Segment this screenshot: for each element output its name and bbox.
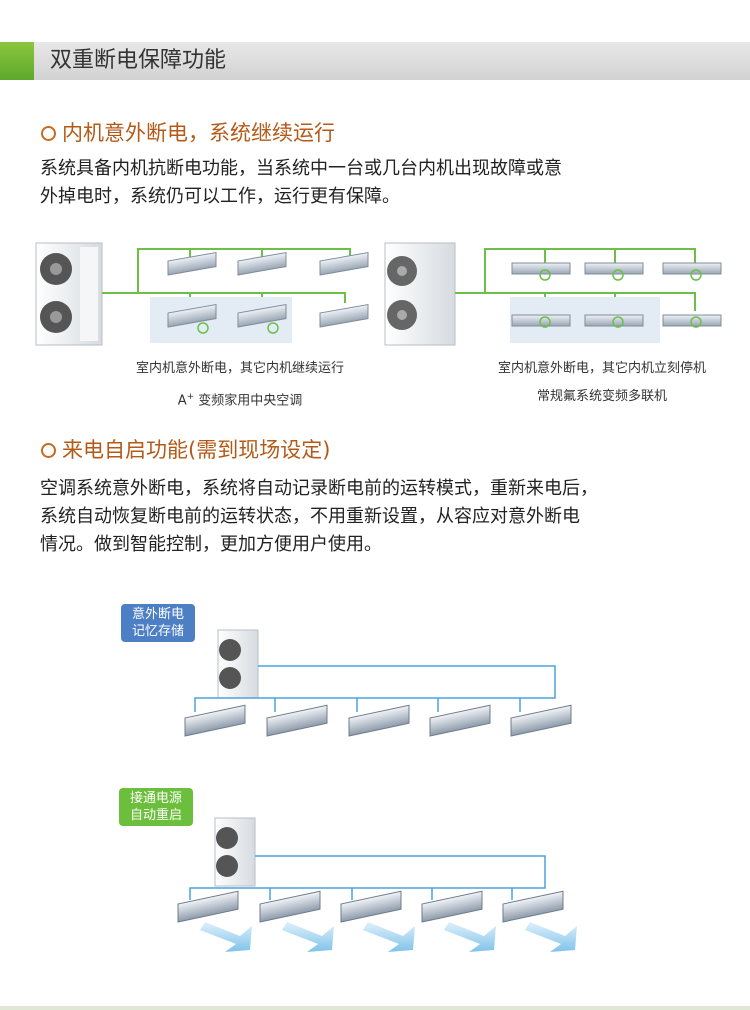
left-indoor-units <box>167 251 369 334</box>
lower-indoor-units <box>177 890 564 923</box>
header-accent <box>0 42 34 80</box>
right-outdoor-unit <box>384 242 456 346</box>
footer-divider <box>0 1006 750 1010</box>
airflow-arrows <box>200 922 577 952</box>
restart-badge-line2: 自动重启 <box>129 808 182 823</box>
header-band <box>0 42 750 80</box>
right-caption: 室内机意外断电，其它内机立刻停机 <box>497 361 706 376</box>
section1-line2: 外掉电时，系统仍可以工作，运行更有保障。 <box>40 186 400 207</box>
left-product: A+ 变频家用中央空调 <box>177 392 303 409</box>
memory-badge-line1: 意外断电 <box>131 607 184 622</box>
left-outdoor-unit <box>35 242 103 346</box>
memory-badge: 意外断电 记忆存储 <box>121 604 195 642</box>
upper-pipes <box>194 665 556 712</box>
section2-line1: 空调系统意外断电，系统将自动记录断电前的运转模式，重新来电后， <box>40 478 598 499</box>
restart-badge-line1: 接通电源 <box>129 791 182 806</box>
section2-line3: 情况。做到智能控制，更加方便用户使用。 <box>40 534 382 555</box>
section2-bullet-icon <box>41 443 56 458</box>
section1-title: 内机意外断电，系统继续运行 <box>62 121 335 145</box>
restart-badge: 接通电源 自动重启 <box>119 788 193 826</box>
left-caption: 室内机意外断电，其它内机继续运行 <box>135 361 344 376</box>
lower-outdoor-unit <box>214 817 256 887</box>
lower-pipes <box>189 855 546 900</box>
auto-restart-diagram <box>177 629 577 952</box>
left-pipes <box>102 248 351 305</box>
section2-title: 来电自启功能(需到现场设定) <box>62 438 331 462</box>
memory-badge-line2: 记忆存储 <box>131 624 184 639</box>
right-pipes <box>455 248 696 311</box>
right-indoor-units <box>511 262 722 328</box>
upper-indoor-units <box>184 704 572 737</box>
page-title: 双重断电保障功能 <box>50 48 227 73</box>
section1-line1: 系统具备内机抗断电功能，当系统中一台或几台内机出现故障或意 <box>40 158 562 179</box>
section1-bullet-icon <box>41 126 56 141</box>
upper-outdoor-unit <box>217 629 259 699</box>
right-product: 常规氟系统变频多联机 <box>536 389 667 404</box>
section2-line2: 系统自动恢复断电前的运转状态，不用重新设置，从容应对意外断电 <box>40 506 580 527</box>
power-failure-diagram <box>35 242 722 346</box>
